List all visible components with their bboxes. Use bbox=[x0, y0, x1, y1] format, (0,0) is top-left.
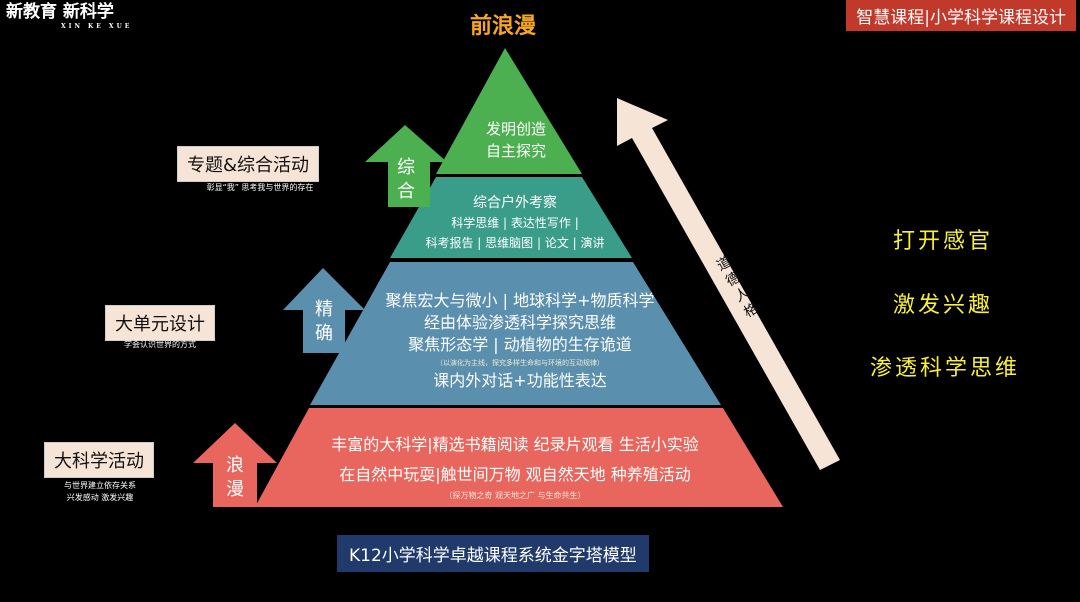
pyramid-second-layer bbox=[390, 177, 632, 258]
arrow-label-jingque: 精确 bbox=[315, 299, 333, 344]
layer-base-text: 丰富的大科学|精选书籍阅读 纪录片观看 生活小实验在自然中玩耍|触世间万物 观自… bbox=[331, 435, 699, 500]
label-big-science-sub: 与世界建立依存关系兴发感动 激发兴趣 bbox=[64, 481, 136, 502]
course-badge: 智慧课程|小学科学课程设计 bbox=[846, 0, 1076, 31]
label-special-topics: 专题&综合活动 bbox=[177, 146, 320, 182]
diagonal-arrow bbox=[617, 98, 840, 470]
pyramid-base-layer bbox=[255, 408, 783, 507]
arrow-up-langman bbox=[193, 423, 277, 507]
layer-third-text: 聚焦宏大与微小 | 地球科学+物质科学经由体验渗透科学探究思维聚焦形态学 | 动… bbox=[385, 291, 655, 390]
layer-second-text: 综合户外考察科学思维 | 表达性写作 |科考报告 | 思维脑图 | 论文 | 演… bbox=[425, 195, 605, 250]
label-big-science: 大科学活动 bbox=[44, 442, 154, 478]
right-text-thinking: 渗透科学思维 bbox=[870, 356, 1021, 381]
arrow-up-zonghe bbox=[365, 125, 447, 207]
label-big-unit: 大单元设计 bbox=[105, 305, 215, 341]
label-big-unit-sub: 学会认识世界的方式 bbox=[124, 340, 196, 349]
pyramid-third-layer bbox=[310, 262, 721, 405]
arrow-label-langman: 浪漫 bbox=[226, 455, 244, 500]
arrow-up-jingque bbox=[283, 268, 365, 353]
layer-top-text: 发明创造自主探究 bbox=[485, 120, 546, 160]
right-text-senses: 打开感官 bbox=[893, 229, 994, 254]
page-title: 前浪漫 bbox=[470, 14, 537, 39]
arrow-label-zonghe: 综合 bbox=[397, 157, 415, 202]
pyramid-top-layer bbox=[436, 48, 582, 174]
label-special-topics-sub: 彰显“我” 思考我与世界的存在 bbox=[206, 183, 314, 192]
right-text-interest: 激发兴趣 bbox=[893, 293, 994, 318]
diagram-title: K12小学科学卓越课程系统金字塔模型 bbox=[337, 535, 649, 572]
